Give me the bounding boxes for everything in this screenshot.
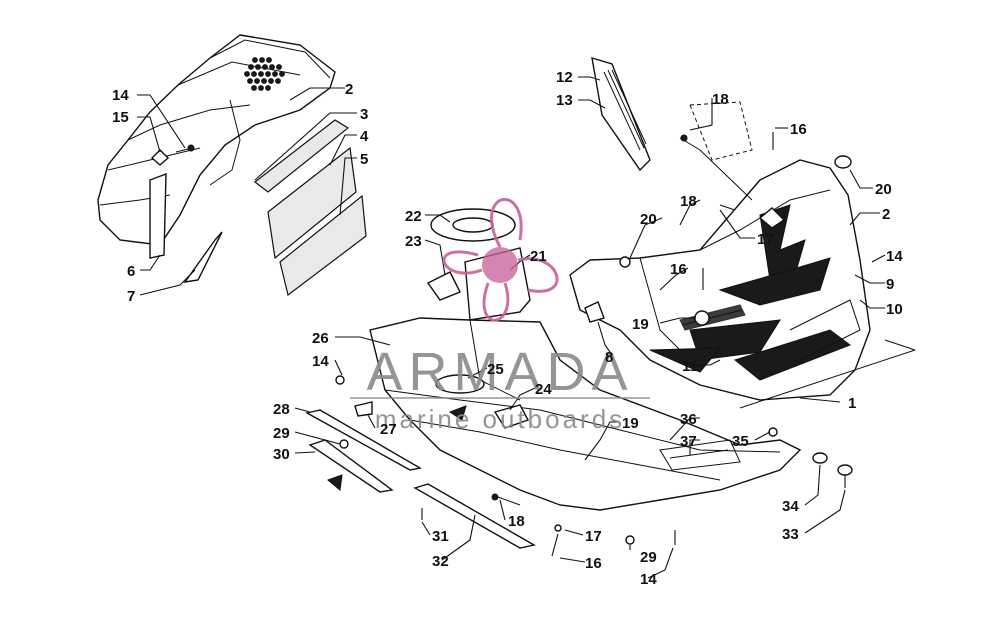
callout-3: 3	[360, 106, 368, 123]
callout-23: 23	[405, 233, 422, 250]
callout-5: 5	[360, 151, 368, 168]
callout-20-side: 20	[640, 211, 657, 228]
callout-8: 8	[605, 349, 613, 366]
callout-36: 36	[680, 411, 697, 428]
vent-holes	[244, 57, 285, 91]
callout-18-pan: 18	[508, 513, 525, 530]
belly-pan-assembly	[305, 208, 853, 557]
callout-33: 33	[782, 526, 799, 543]
watermark-tagline: marine outboards	[375, 404, 625, 434]
callout-17-hood: 17	[757, 231, 774, 248]
callout-18-windshield: 18	[712, 91, 729, 108]
callout-30: 30	[273, 446, 290, 463]
hood-assembly	[569, 57, 916, 409]
callout-13: 13	[556, 92, 573, 109]
watermark-brand: ARMADA	[366, 342, 633, 402]
callout-32: 32	[432, 553, 449, 570]
leader-lines	[137, 76, 886, 579]
callout-34: 34	[782, 498, 799, 515]
callout-16-pan: 16	[585, 555, 602, 572]
callout-15: 15	[112, 109, 129, 126]
side-panel-assembly	[97, 34, 367, 297]
callout-19-hood: 19	[632, 316, 649, 333]
callout-4: 4	[360, 128, 369, 145]
armada-logo-icon	[442, 198, 559, 322]
callout-24: 24	[535, 381, 552, 398]
callout-29-left: 29	[273, 425, 290, 442]
screen-vents	[603, 69, 647, 151]
callout-14-hood: 14	[886, 248, 903, 265]
callout-16-mid: 16	[670, 261, 687, 278]
callout-27: 27	[380, 421, 397, 438]
callout-29-bottom: 29	[640, 549, 657, 566]
callout-1: 1	[848, 395, 856, 412]
callout-26: 26	[312, 330, 329, 347]
callout-35: 35	[732, 433, 749, 450]
callout-2-hood: 2	[882, 206, 890, 223]
callout-18-cable: 18	[680, 193, 697, 210]
callout-2-side-panel: 2	[345, 81, 353, 98]
callout-17-pan: 17	[585, 528, 602, 545]
callout-11: 11	[682, 358, 698, 375]
callout-31: 31	[432, 528, 449, 545]
callout-7: 7	[127, 288, 135, 305]
callout-20-hood: 20	[875, 181, 892, 198]
callout-labels: 2 3 4 5 14 15 6 7 12 13 18 16 20 2 18 20…	[112, 69, 903, 588]
callout-16-hood: 16	[790, 121, 807, 138]
callout-12: 12	[556, 69, 573, 86]
callout-14-upper-left: 14	[112, 87, 129, 104]
callout-14-bottom: 14	[640, 571, 657, 588]
callout-37: 37	[680, 433, 697, 450]
callout-19-pan: 19	[622, 415, 639, 432]
callout-22: 22	[405, 208, 422, 225]
callout-14-pan-left: 14	[312, 353, 329, 370]
callout-25: 25	[487, 361, 504, 378]
callout-21: 21	[530, 248, 547, 265]
callout-28: 28	[273, 401, 290, 418]
watermark: ARMADA marine outboards	[350, 198, 650, 434]
callout-6: 6	[127, 263, 135, 280]
hood-vents	[679, 304, 746, 331]
callout-10: 10	[886, 301, 903, 318]
callout-9: 9	[886, 276, 894, 293]
